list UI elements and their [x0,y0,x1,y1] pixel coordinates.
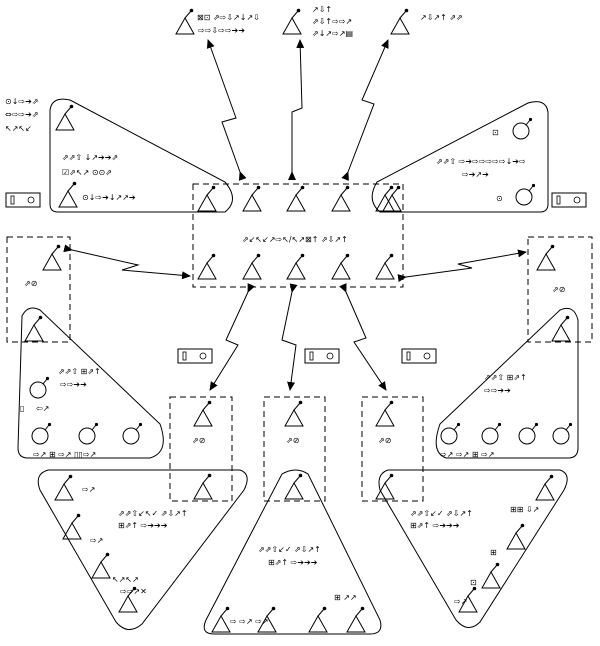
svg-text:↖↗↖↙: ↖↗↖↙ [5,124,32,133]
svg-text:⊞⊞ ⇩↗: ⊞⊞ ⇩↗ [510,505,539,514]
svg-text:⊞: ⊞ [490,548,497,557]
link-hub-station-left [209,283,255,391]
svg-text:⇗⊘: ⇗⊘ [552,285,565,294]
right-lower-frame [435,307,579,459]
svg-text:▯: ▯ [20,404,24,413]
svg-text:⇗⇗⇧↙✓ ⇗⇩↗↑: ⇗⇗⇧↙✓ ⇗⇩↗↑ [258,545,321,554]
link-hub-top-3 [341,39,389,181]
svg-text:⇨↗: ⇨↗ [90,536,103,545]
svg-text:⇦↗: ⇦↗ [36,404,49,413]
svg-text:↗⇩↑: ↗⇩↑ [312,5,332,14]
svg-text:⊡: ⊡ [470,578,477,587]
link-hub-top-2 [288,39,305,180]
right-port-frame [527,236,593,343]
svg-text:⇨↗ ⊞ ⇨↗ ▯▯⇨↗: ⇨↗ ⊞ ⇨↗ ▯▯⇨↗ [33,450,96,459]
link-hub-left [63,244,191,280]
svg-text:⇨⇨➔➔: ⇨⇨➔➔ [484,386,511,395]
svg-text:↗⇩↗↑ ⇗⇗: ↗⇩↗↑ ⇗⇗ [420,13,463,22]
svg-text:⊞⇗↑ ⇨➔➔➔: ⊞⇗↑ ⇨➔➔➔ [118,521,168,530]
svg-text:⇗⇗⇧↙✓ ⇗⇩↗↑: ⇗⇗⇧↙✓ ⇗⇩↗↑ [410,509,473,518]
top-node-2: ↗⇩↑ ⇗⇩↑⇨⇨↗ ⇗↓↗⇨↗▤ [282,5,353,38]
left-port-frame [6,236,71,343]
svg-text:⇗⇩↑⇨⇨↗: ⇗⇩↑⇨⇨↗ [312,17,352,26]
hub-label: ⇗↙↖↙↗⇨↖/↖↗⊠↑ ⇗⇩↗↑ [242,235,348,244]
svg-text:⊠⊡ ⇗⇨⇩↗↓↗⇩: ⊠⊡ ⇗⇨⇩↗↓↗⇩ [197,13,260,22]
svg-text:⊞⇗↑ ⇨➔➔➔: ⊞⇗↑ ⇨➔➔➔ [410,521,460,530]
svg-text:⊙↓⇨➔↓↗↗➔: ⊙↓⇨➔↓↗↗➔ [82,193,136,202]
link-hub-top-1 [206,39,247,181]
svg-text:⇗⇗⇧↙↖✓ ⇗⇩↗↑: ⇗⇗⇧↙↖✓ ⇗⇩↗↑ [118,509,188,518]
svg-text:⇨⇨↗✕: ⇨⇨↗✕ [120,587,147,596]
svg-text:⇨⇨➔➔: ⇨⇨➔➔ [60,380,87,389]
hub-top-row [197,185,395,212]
svg-text:⇨➔↗➔: ⇨➔↗➔ [462,170,489,179]
link-hub-station-center [281,283,298,391]
svg-text:⇗⇗⇧ ⇨➔⇨⇨⇨⇨⇨↓➔⇨: ⇗⇗⇧ ⇨➔⇨⇨⇨⇨⇨↓➔⇨ [436,157,526,166]
hub-bottom-row [197,253,395,280]
svg-text:⇗⊘: ⇗⊘ [24,279,37,288]
station-center-frame [263,396,326,502]
station-right-frame [361,396,424,502]
top-node-3: ↗⇩↗↑ ⇗⇗ [390,8,463,35]
right-fan-frame [371,101,549,213]
svg-text:⇗⊘: ⇗⊘ [378,436,391,445]
svg-text:⇨ ⇨↗ ⇨↗: ⇨ ⇨↗ ⇨↗ [230,617,269,626]
link-hub-station-right [339,283,387,391]
svg-text:⊞⇗↑ ⇨➔➔➔: ⊞⇗↑ ⇨➔➔➔ [268,558,318,567]
svg-text:⇨↗ ⇨↗ ⊞ ⇨↗: ⇨↗ ⇨↗ ⊞ ⇨↗ [440,450,495,459]
svg-text:⊡: ⊡ [492,128,499,137]
bottom-right-frame [378,469,568,628]
svg-text:⇗⇗⇧ ⊞⇗↑: ⇗⇗⇧ ⊞⇗↑ [484,373,527,382]
left-fan-frame [49,98,233,213]
svg-text:⇗⇗⇧ ↓↗➔➔⇗: ⇗⇗⇧ ↓↗➔➔⇗ [62,153,118,162]
svg-text:⇔⇨⇨➔⇗: ⇔⇨⇨➔⇗ [5,110,39,119]
station-left-frame [169,396,233,502]
left-lower-frame [17,307,164,459]
svg-text:☑⇗↖↗ ⊙⊙⇗: ☑⇗↖↗ ⊙⊙⇗ [62,168,112,177]
svg-text:⊙↓⇨➔⇗: ⊙↓⇨➔⇗ [5,97,39,106]
svg-text:⇨↗: ⇨↗ [82,485,95,494]
svg-text:⊙: ⊙ [496,194,503,203]
svg-text:⇗⊘: ⇗⊘ [192,436,205,445]
bottom-left-frame [37,469,248,630]
bottom-center-frame [203,469,382,635]
svg-text:↖↗↖↗: ↖↗↖↗ [112,575,139,584]
link-hub-right [397,249,527,283]
svg-text:⇨⇨⇩⇨⇨➔➔: ⇨⇨⇩⇨⇨➔➔ [198,26,245,35]
svg-text:⊞ ↗↗: ⊞ ↗↗ [334,593,357,602]
svg-text:⇗⇗⇧ ⊞⇗↑: ⇗⇗⇧ ⊞⇗↑ [58,367,101,376]
top-node-1: ⊠⊡ ⇗⇨⇩↗↓↗⇩ ⇨⇨⇩⇨⇨➔➔ [175,8,260,35]
svg-text:⇨↗: ⇨↗ [454,597,467,606]
svg-text:⇗↓↗⇨↗▤: ⇗↓↗⇨↗▤ [312,29,353,38]
svg-text:⇗⊘: ⇗⊘ [286,436,299,445]
hub-frame [192,183,404,288]
